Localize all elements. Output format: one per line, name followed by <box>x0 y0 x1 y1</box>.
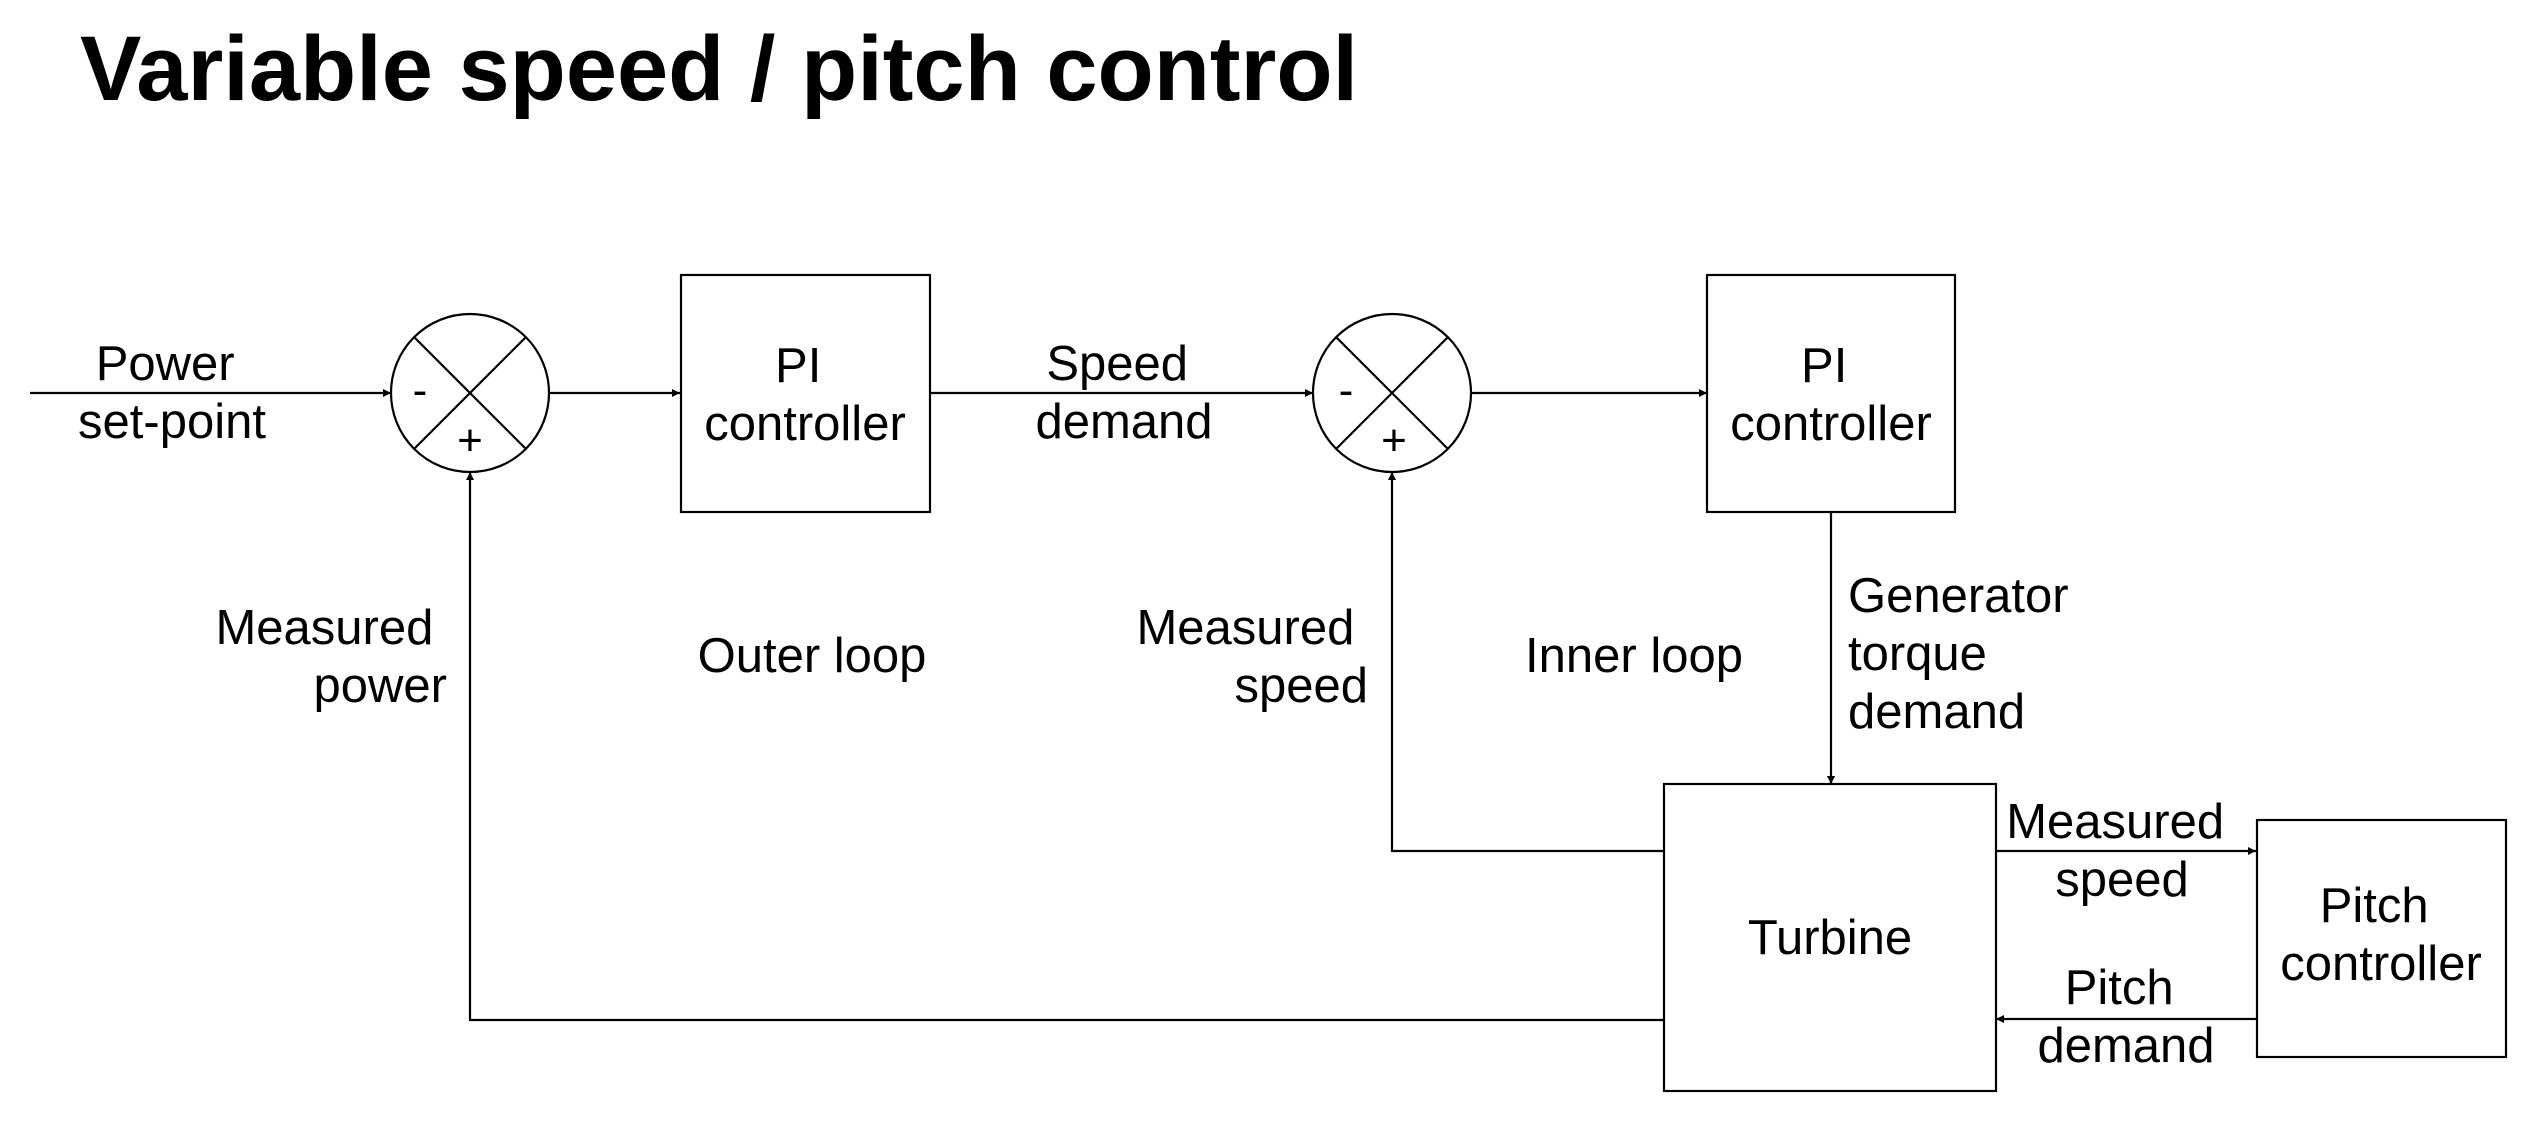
summing-junction-outer: - + <box>389 312 551 474</box>
junction-inner-minus-sign: - <box>1339 366 1354 415</box>
outer-loop-label: Outer loop <box>698 629 927 683</box>
pi-controller-inner-block: PI controller <box>1705 273 1957 514</box>
measured-speed-pitch-label: Measured speed <box>2006 795 2238 907</box>
pitch-controller-block: Pitch controller <box>2255 818 2508 1059</box>
pi-inner-label-line1: PI <box>1801 339 1847 393</box>
turbine-label: Turbine <box>1748 911 1912 965</box>
measured-power-feedback-arrow <box>466 472 1664 1022</box>
pi-outer-label-line1: PI <box>775 339 821 393</box>
pitch-controller-label-line2: controller <box>2280 937 2482 991</box>
pi-controller-outer-block: PI controller <box>679 273 932 514</box>
pi-inner-label-line2: controller <box>1730 397 1932 451</box>
junction-outer-plus-sign: + <box>457 416 483 465</box>
svg-text:Turbine: Turbine <box>1748 911 1912 965</box>
junction-outer-minus-sign: - <box>413 366 428 415</box>
pi-outer-label-line2: controller <box>704 397 906 451</box>
speed-demand-label: Speed demand <box>1035 337 1212 449</box>
svg-text:PI controller: PI controller <box>704 339 906 451</box>
pitch-controller-label-line1: Pitch <box>2320 879 2429 933</box>
turbine-block: Turbine <box>1662 782 1998 1093</box>
svg-text:Pitch controller: Pitch controller <box>2280 879 2482 991</box>
page-title: Variable speed / pitch control <box>80 18 1359 120</box>
svg-text:PI controller: PI controller <box>1730 339 1932 451</box>
measured-speed-inner-label: Measured speed <box>1136 601 1368 713</box>
generator-torque-demand-label: Generator torque demand <box>1848 569 2082 739</box>
junction-inner-plus-sign: + <box>1381 416 1407 465</box>
measured-speed-feedback-arrow <box>1388 472 1664 853</box>
pitch-demand-label: Pitch demand <box>2037 961 2214 1073</box>
inner-loop-label: Inner loop <box>1525 629 1743 683</box>
summing-junction-inner: - + <box>1311 312 1473 474</box>
power-setpoint-label: Power set-point <box>78 337 266 449</box>
measured-power-label: Measured power <box>215 601 447 713</box>
